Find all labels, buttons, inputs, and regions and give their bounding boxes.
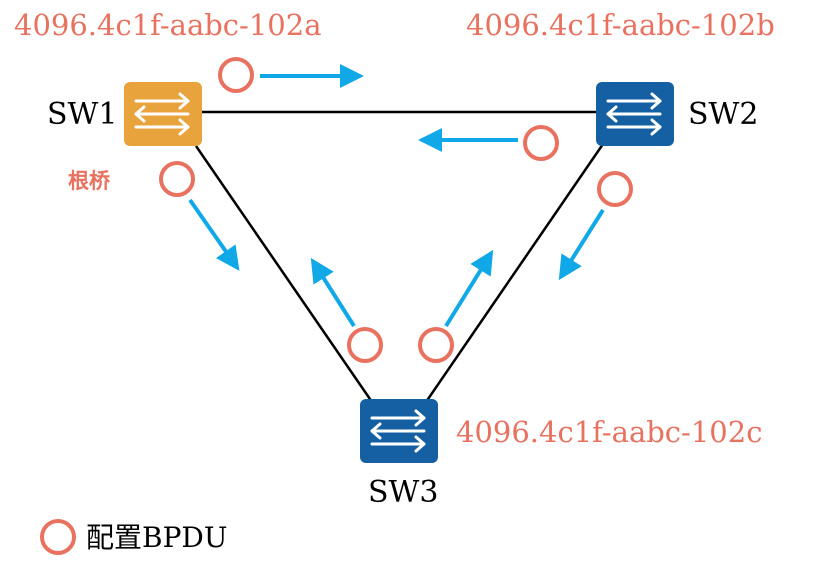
link-sw1-sw3 <box>194 145 374 403</box>
sw2-name-label: SW2 <box>688 97 758 132</box>
bpdu-arrow-sw3-to-sw2 <box>444 249 494 328</box>
sw3-mac-label: 4096.4c1f-aabc-102c <box>456 415 762 449</box>
circle-icon <box>40 519 76 555</box>
bpdu-circle-sw1-to-sw2 <box>218 57 254 93</box>
bpdu-circle-sw1-to-sw3 <box>159 161 195 197</box>
bpdu-circle-sw3-to-sw2 <box>418 327 454 363</box>
bpdu-circle-sw2-to-sw1 <box>523 125 559 161</box>
legend: 配置BPDU <box>40 519 227 555</box>
sw1-switch-icon <box>124 82 202 146</box>
link-sw2-sw3 <box>424 143 605 403</box>
sw3-name-label: SW3 <box>368 475 438 510</box>
bpdu-arrow-sw1-to-sw3 <box>188 198 240 271</box>
bpdu-arrow-sw3-to-sw1 <box>310 257 356 328</box>
sw2-mac-label: 4096.4c1f-aabc-102b <box>466 8 775 42</box>
sw1-mac-label: 4096.4c1f-aabc-102a <box>14 8 322 42</box>
bpdu-arrow-sw2-to-sw3 <box>558 208 605 281</box>
sw3-switch-icon <box>360 399 438 463</box>
root-bridge-label: 根桥 <box>68 169 111 193</box>
bpdu-circle-sw2-to-sw3 <box>597 171 633 207</box>
sw1-name-label: SW1 <box>47 97 117 132</box>
bpdu-circle-sw3-to-sw1 <box>347 327 383 363</box>
sw2-switch-icon <box>596 82 674 146</box>
legend-label: 配置BPDU <box>86 521 227 554</box>
